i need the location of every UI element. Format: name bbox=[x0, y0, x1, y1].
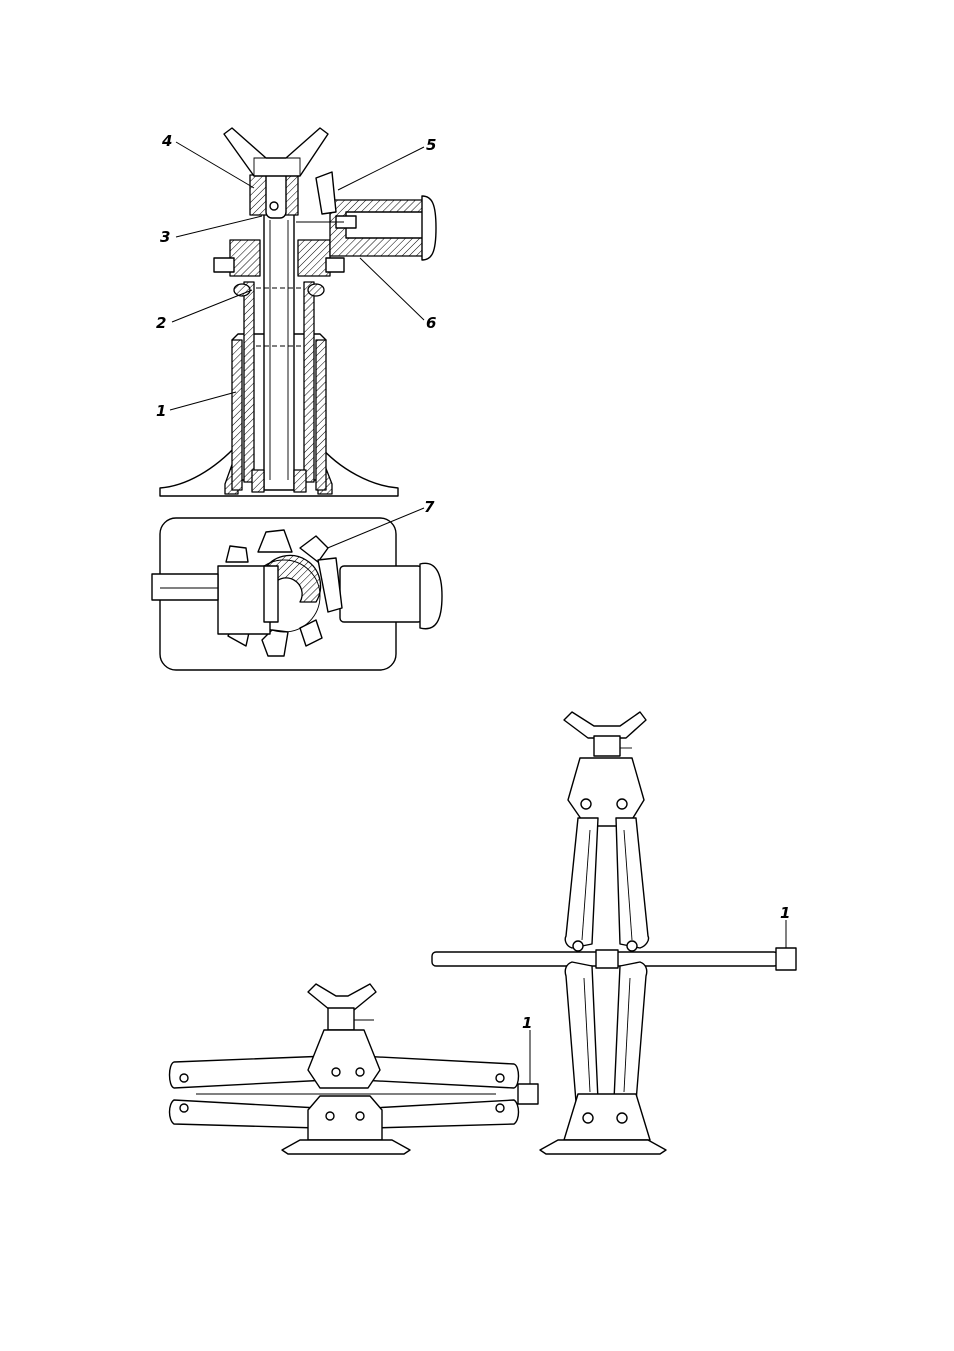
gear-collar-right bbox=[298, 240, 330, 276]
middle-tube-right-wall bbox=[304, 282, 314, 482]
raised-jack-saddle bbox=[564, 712, 646, 738]
callout-3: 3 bbox=[160, 228, 170, 246]
raised-jack-lower-arm-right bbox=[614, 962, 647, 1102]
collapsed-jack-lower-arm-right bbox=[372, 1100, 519, 1128]
raised-jack-top-plate bbox=[568, 758, 644, 826]
collapsed-jack-saddle bbox=[308, 984, 376, 1010]
collapsed-jack-lower-arm-left bbox=[170, 1100, 319, 1128]
collapsed-jack-upper-arm-left bbox=[170, 1056, 329, 1088]
raised-jack bbox=[432, 712, 796, 1154]
callout-6: 6 bbox=[426, 314, 436, 332]
raised-jack-upper-arm-right bbox=[616, 818, 649, 948]
middle-tube-left-wall bbox=[244, 282, 254, 482]
callout-5: 5 bbox=[426, 136, 436, 154]
drive-socket-bore bbox=[346, 212, 424, 238]
raised-jack-base bbox=[540, 1140, 666, 1154]
outer-housing-right-wall bbox=[316, 340, 326, 490]
callout-2: 2 bbox=[156, 314, 166, 332]
jack-cross-section bbox=[160, 128, 436, 552]
raised-jack-upper-arm-left bbox=[565, 818, 598, 948]
callout-1: 1 bbox=[156, 402, 166, 420]
collapsed-jack-lower-plate bbox=[308, 1096, 382, 1140]
raised-jack-bottom-plate bbox=[564, 1094, 650, 1140]
collapsed-jack-callout-1: 1 bbox=[522, 1014, 532, 1032]
collapsed-jack-screw-nut bbox=[518, 1084, 538, 1104]
lifting-screw bbox=[264, 210, 294, 490]
handle-grip bbox=[420, 563, 442, 628]
callout-7: 7 bbox=[424, 498, 435, 516]
collapsed-jack-upper-plate bbox=[308, 1030, 380, 1088]
raised-jack-callout-1: 1 bbox=[780, 904, 790, 922]
collapsed-jack-base bbox=[282, 1140, 410, 1154]
collapsed-jack-upper-arm-right bbox=[360, 1056, 519, 1088]
gear-plan-view bbox=[152, 518, 442, 670]
outer-housing-left-wall bbox=[232, 340, 242, 490]
callout-4: 4 bbox=[161, 132, 172, 150]
pawl-5 bbox=[316, 172, 336, 214]
pawl-7 bbox=[318, 558, 342, 612]
v-saddle bbox=[224, 128, 328, 176]
raised-jack-lower-arm-left bbox=[565, 962, 598, 1102]
collapsed-jack bbox=[170, 984, 539, 1154]
raised-jack-screw-nut bbox=[776, 948, 796, 970]
drive-yoke bbox=[218, 566, 270, 634]
drive-shaft bbox=[340, 566, 422, 622]
